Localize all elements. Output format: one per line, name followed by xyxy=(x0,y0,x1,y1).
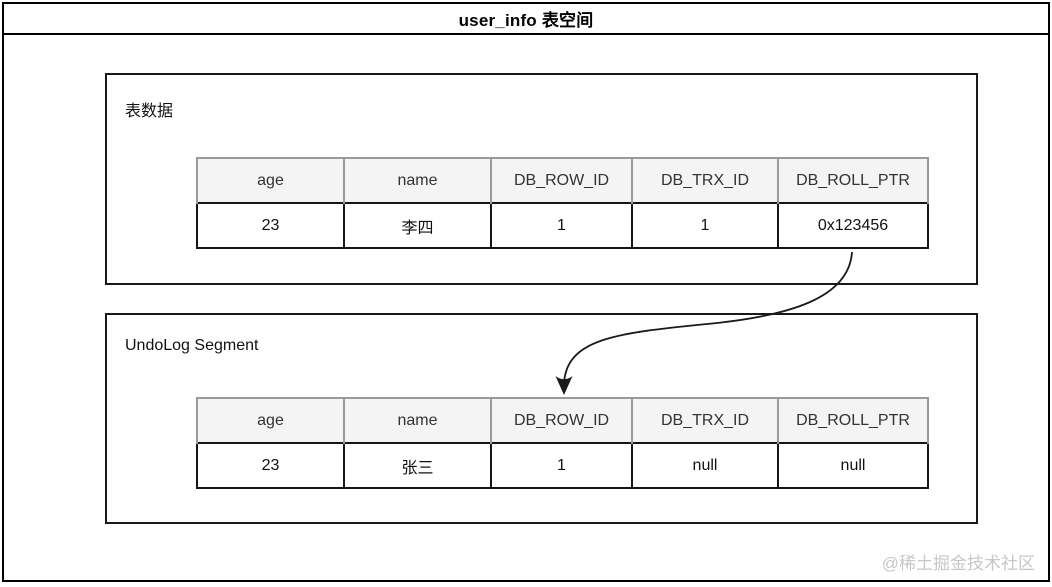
cell-db-row-id: 1 xyxy=(490,442,633,489)
cell-db-roll-ptr: 0x123456 xyxy=(777,202,929,249)
undolog-header-row: age name DB_ROW_ID DB_TRX_ID DB_ROLL_PTR xyxy=(196,397,929,443)
tablespace-title: user_info 表空间 xyxy=(458,11,594,30)
undolog-table: age name DB_ROW_ID DB_TRX_ID DB_ROLL_PTR… xyxy=(196,397,929,489)
cell-db-roll-ptr: null xyxy=(777,442,929,489)
column-header-db-trx-id: DB_TRX_ID xyxy=(631,397,779,443)
column-header-name: name xyxy=(343,397,492,443)
cell-db-row-id: 1 xyxy=(490,202,633,249)
column-header-age: age xyxy=(196,157,345,203)
column-header-age: age xyxy=(196,397,345,443)
tablespace-title-bar: user_info 表空间 xyxy=(2,2,1050,35)
column-header-db-row-id: DB_ROW_ID xyxy=(490,157,633,203)
section-undolog-segment-label: UndoLog Segment xyxy=(125,337,259,354)
undolog-row: 23 张三 1 null null xyxy=(196,442,929,489)
cell-name: 李四 xyxy=(343,202,492,249)
table-data-row: 23 李四 1 1 0x123456 xyxy=(196,202,929,249)
column-header-name: name xyxy=(343,157,492,203)
cell-db-trx-id: null xyxy=(631,442,779,489)
table-data-table: age name DB_ROW_ID DB_TRX_ID DB_ROLL_PTR… xyxy=(196,157,929,249)
column-header-db-trx-id: DB_TRX_ID xyxy=(631,157,779,203)
column-header-db-row-id: DB_ROW_ID xyxy=(490,397,633,443)
column-header-db-roll-ptr: DB_ROLL_PTR xyxy=(777,157,929,203)
cell-name: 张三 xyxy=(343,442,492,489)
cell-db-trx-id: 1 xyxy=(631,202,779,249)
cell-age: 23 xyxy=(196,202,345,249)
section-table-data-label: 表数据 xyxy=(125,103,174,120)
watermark: @稀土掘金技术社区 xyxy=(881,554,1035,573)
table-data-header-row: age name DB_ROW_ID DB_TRX_ID DB_ROLL_PTR xyxy=(196,157,929,203)
column-header-db-roll-ptr: DB_ROLL_PTR xyxy=(777,397,929,443)
cell-age: 23 xyxy=(196,442,345,489)
